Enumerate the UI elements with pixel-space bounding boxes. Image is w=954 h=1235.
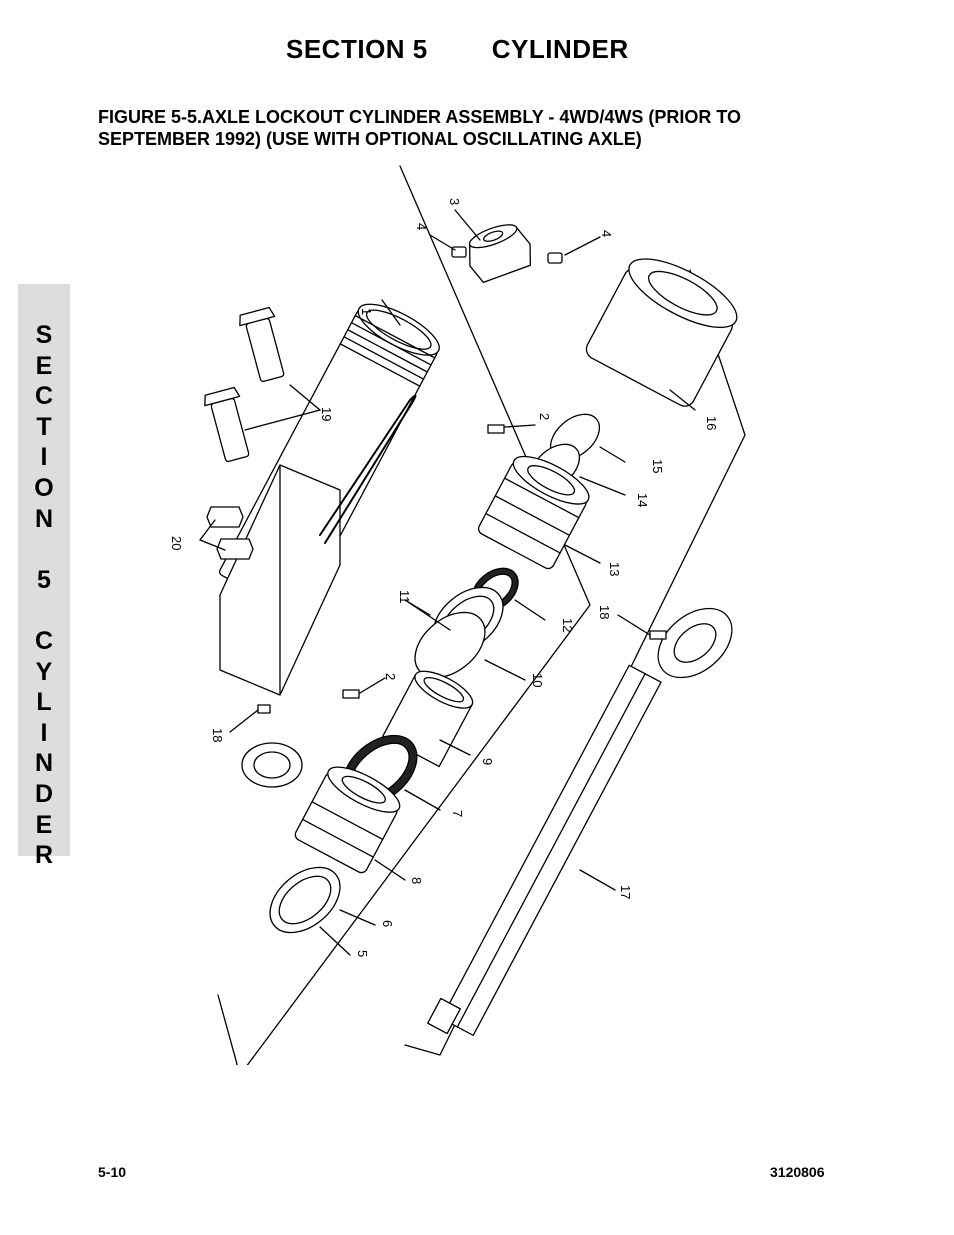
callout-label: 14	[635, 493, 650, 507]
callout-label: 11	[397, 590, 412, 604]
cartridge-valve	[204, 386, 250, 463]
document-number: 3120806	[770, 1164, 825, 1180]
callout-label: 4	[599, 230, 614, 237]
plug	[216, 538, 254, 560]
callout-label: 12	[560, 618, 575, 632]
page-number: 5-10	[98, 1164, 127, 1180]
figure-title: FIGURE 5-5.AXLE LOCKOUT CYLINDER ASSEMBL…	[98, 107, 742, 149]
grease-fitting	[257, 704, 271, 714]
callout-label: 15	[650, 459, 665, 473]
callout-label: 17	[618, 885, 633, 899]
side-tab-letter: N	[34, 504, 54, 533]
side-tab-letter: C	[34, 382, 54, 411]
callout-label: 2	[383, 673, 398, 680]
grease-fitting	[649, 630, 667, 640]
rod-thread	[427, 997, 461, 1035]
side-tab-letter: T	[36, 412, 52, 441]
callout-label: 6	[380, 920, 395, 927]
callout-label: 13	[607, 562, 622, 576]
callout-label: 4	[414, 223, 429, 230]
section-side-tab: S E C T I O N 5 C Y L I N D E R	[18, 284, 70, 869]
barrel-eye	[241, 742, 303, 788]
set-screw	[547, 252, 563, 264]
piston-rod	[440, 664, 662, 1037]
gland	[294, 766, 401, 874]
callout-label: 18	[210, 728, 225, 742]
side-tab-letter: D	[34, 779, 54, 808]
side-tab-letter	[18, 534, 70, 565]
set-screw	[451, 246, 467, 258]
side-tab-letter	[18, 595, 70, 626]
callout-label: 2	[537, 413, 552, 420]
side-tab-letter: S	[35, 321, 53, 349]
section-header: SECTION 5 CYLINDER	[286, 34, 629, 65]
side-tab-letters: S E C T I O N 5 C Y L I N D E R	[18, 320, 70, 871]
callout-label: 1	[359, 308, 374, 315]
wiper	[269, 866, 341, 934]
side-tab-letter: E	[35, 810, 53, 839]
callout-label: 18	[597, 605, 612, 619]
piston	[477, 455, 590, 570]
side-tab-letter: N	[34, 749, 54, 778]
callout-label: 3	[447, 198, 462, 205]
port-fitting	[468, 224, 531, 283]
rod-eye	[657, 607, 733, 679]
side-tab-letter: I	[40, 718, 48, 747]
side-tab-letter: C	[34, 626, 54, 655]
grease-fitting	[487, 424, 505, 434]
side-tab-letter: O	[34, 473, 54, 502]
callout-label: 7	[450, 810, 465, 817]
callout-label: 16	[704, 416, 719, 430]
grease-fitting	[342, 689, 360, 699]
seal-ring	[414, 611, 486, 679]
section-name: CYLINDER	[491, 34, 629, 64]
hydraulic-tube	[319, 394, 417, 544]
plug	[206, 506, 244, 528]
side-tab-letter: Y	[35, 657, 53, 686]
side-tab-letter: R	[34, 841, 54, 870]
callout-label: 20	[169, 536, 184, 550]
callout-label: 8	[409, 877, 424, 884]
callout-label: 9	[480, 758, 495, 765]
cylinder-head	[585, 258, 738, 407]
cartridge-valve	[239, 306, 285, 383]
section-number: SECTION 5	[286, 34, 428, 64]
side-tab-letter: L	[36, 688, 52, 717]
assembly-plane-outline	[217, 165, 591, 1065]
callout-label: 19	[319, 407, 334, 421]
callout-label: 10	[530, 673, 545, 687]
side-tab-letter: I	[40, 443, 48, 472]
exploded-view-drawing: 1 2 2 3 4 4 5 6 7 8 9 10 11 12 13 14 15 …	[169, 165, 746, 1065]
side-tab-letter: E	[35, 351, 53, 380]
side-tab-letter: 5	[37, 565, 51, 594]
callout-label: 5	[355, 950, 370, 957]
